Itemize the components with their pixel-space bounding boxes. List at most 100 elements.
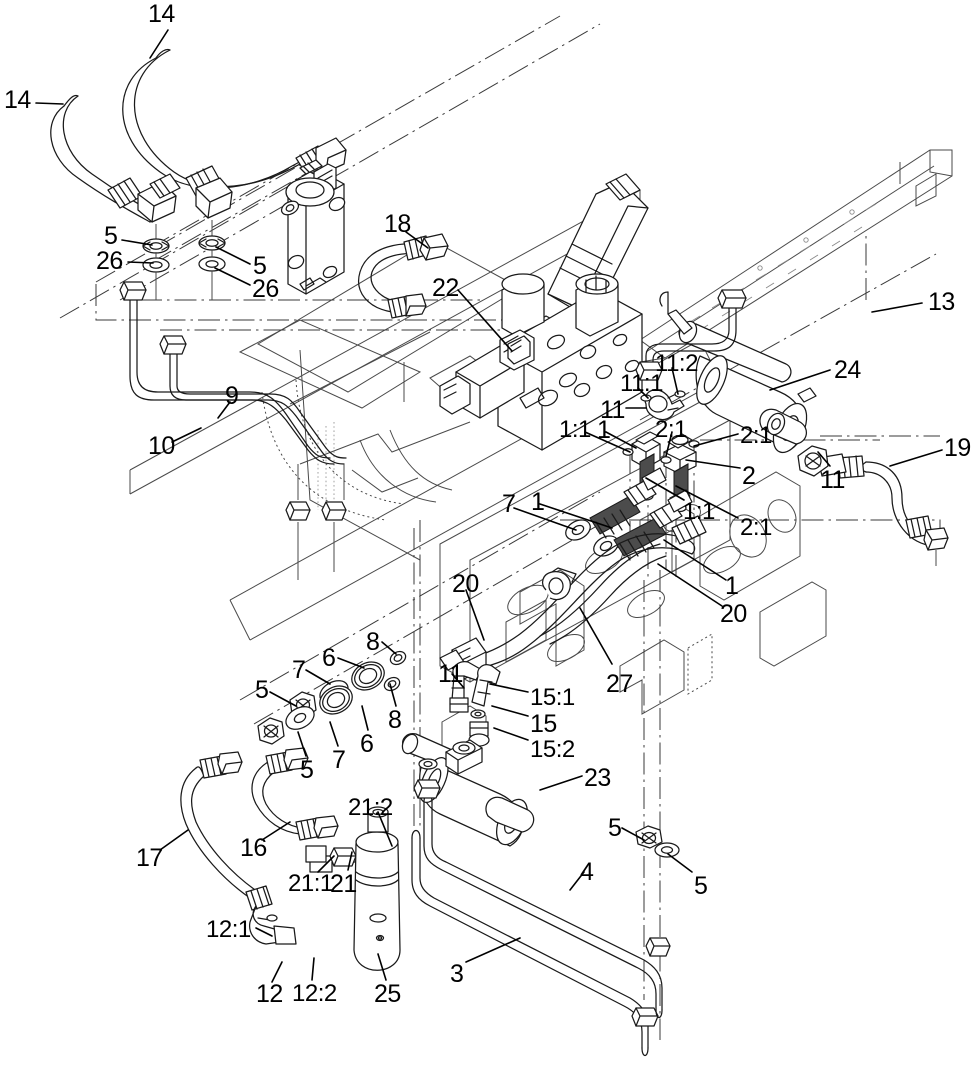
callout-leader-6 (361, 705, 369, 731)
callout-label-3: 3 (450, 960, 464, 988)
callout-leader-23 (539, 775, 583, 791)
callout-leader-11 (451, 673, 465, 689)
steering-pump-assembly (439, 173, 649, 451)
callout-leader-26 (214, 267, 251, 286)
callout-leader-11-2 (671, 367, 679, 395)
callout-leader-21-2 (377, 811, 393, 847)
callout-leader-2-1 (665, 431, 673, 457)
callout-label-23: 23 (584, 764, 611, 792)
callout-leader-8 (389, 683, 397, 707)
center-hose-cluster (439, 467, 707, 681)
callout-leader-20 (465, 589, 485, 641)
callout-label-6: 6 (360, 730, 374, 758)
callout-leader-12-1 (255, 927, 273, 937)
callout-leader-2 (685, 459, 741, 469)
callout-leader-2-1 (693, 433, 739, 447)
callout-leader-26 (127, 261, 154, 264)
callout-leader-15 (491, 705, 529, 717)
callout-label-5: 5 (253, 252, 267, 280)
tube-9 (159, 335, 347, 572)
callout-leaders (35, 29, 943, 983)
fitting-21-cluster (305, 845, 382, 873)
callout-label-2: 2 (742, 462, 756, 490)
fitting-15-cluster (449, 661, 501, 747)
callout-label-7: 7 (332, 746, 346, 774)
callout-label-12: 12 (256, 980, 283, 1008)
callout-label-1-1: 1:1 (559, 416, 591, 443)
callout-label-26: 26 (96, 247, 123, 275)
hardware-stack-lower-left (257, 650, 407, 745)
coupler-mid (149, 173, 181, 199)
callout-label-1-1: 1:1 (683, 498, 715, 525)
callout-label-19: 19 (944, 434, 971, 462)
callout-leader-1 (605, 431, 637, 449)
callout-label-5: 5 (694, 872, 708, 900)
hardware-top-left (142, 235, 226, 300)
tube-13 (635, 289, 747, 381)
callout-label-5: 5 (300, 756, 314, 784)
callout-label-24: 24 (834, 356, 861, 384)
callout-leader-27 (579, 607, 613, 665)
callout-label-14: 14 (148, 0, 175, 28)
cylinder-24 (659, 291, 817, 454)
callout-label-4: 4 (580, 858, 594, 886)
callout-label-9: 9 (225, 382, 239, 410)
callout-leader-1 (663, 539, 727, 581)
callout-leader-5 (215, 246, 251, 265)
reservoir-25 (353, 806, 401, 971)
callout-leader-15-2 (493, 727, 529, 741)
callout-label-11-2: 11:2 (655, 350, 698, 377)
callout-label-15-1: 15:1 (530, 684, 575, 711)
callout-leader-16 (261, 821, 291, 841)
callout-leader-24 (769, 369, 831, 391)
callout-leader-4 (569, 871, 585, 891)
hose-17 (180, 751, 297, 945)
hose-14-left (50, 94, 177, 244)
callout-leader-25 (377, 953, 387, 981)
callout-label-17: 17 (136, 844, 163, 872)
callout-label-27: 27 (606, 670, 633, 698)
callout-label-13: 13 (928, 288, 955, 316)
tube-10 (119, 281, 335, 580)
callout-leader-7 (329, 721, 339, 747)
callout-leader-12 (271, 961, 283, 983)
callout-leader-18 (405, 231, 429, 249)
callout-leader-5 (121, 239, 153, 246)
callout-leader-12-2 (311, 957, 315, 981)
callout-label-6: 6 (322, 644, 336, 672)
callout-leader-15-1 (489, 683, 529, 693)
callout-leader-1-1 (645, 477, 685, 501)
callout-label-8: 8 (388, 706, 402, 734)
callout-label-2-1: 2:1 (655, 416, 687, 443)
pump-block (280, 159, 346, 295)
callout-label-2-1: 2:1 (740, 422, 772, 449)
callout-leader-3 (465, 937, 521, 963)
callout-leader-11 (817, 451, 831, 467)
callout-label-21: 21 (330, 870, 357, 898)
callout-label-5: 5 (104, 222, 118, 250)
tube-4 (411, 829, 659, 1057)
callout-leader-22 (457, 289, 513, 352)
callout-label-12-1: 12:1 (206, 916, 251, 943)
callout-label-25: 25 (374, 980, 401, 1008)
callout-leader-21 (347, 851, 353, 871)
callout-label-12-2: 12:2 (292, 980, 337, 1007)
callout-label-5: 5 (608, 814, 622, 842)
callout-label-1: 1 (597, 416, 611, 444)
callout-leader-7 (305, 669, 331, 685)
callout-label-8: 8 (366, 628, 380, 656)
callout-label-11: 11 (820, 466, 845, 494)
callout-label-7: 7 (292, 656, 306, 684)
callout-label-7: 7 (502, 490, 516, 518)
callout-label-21-2: 21:2 (348, 794, 393, 821)
callout-leader-1 (539, 503, 613, 529)
callout-label-1: 1 (531, 488, 545, 516)
callout-label-5: 5 (255, 676, 269, 704)
callout-label-15: 15 (530, 710, 557, 738)
callout-leader-21-1 (317, 855, 335, 873)
callout-label-11: 11 (600, 396, 625, 424)
hose-19 (797, 445, 949, 566)
hose-18 (358, 233, 449, 319)
